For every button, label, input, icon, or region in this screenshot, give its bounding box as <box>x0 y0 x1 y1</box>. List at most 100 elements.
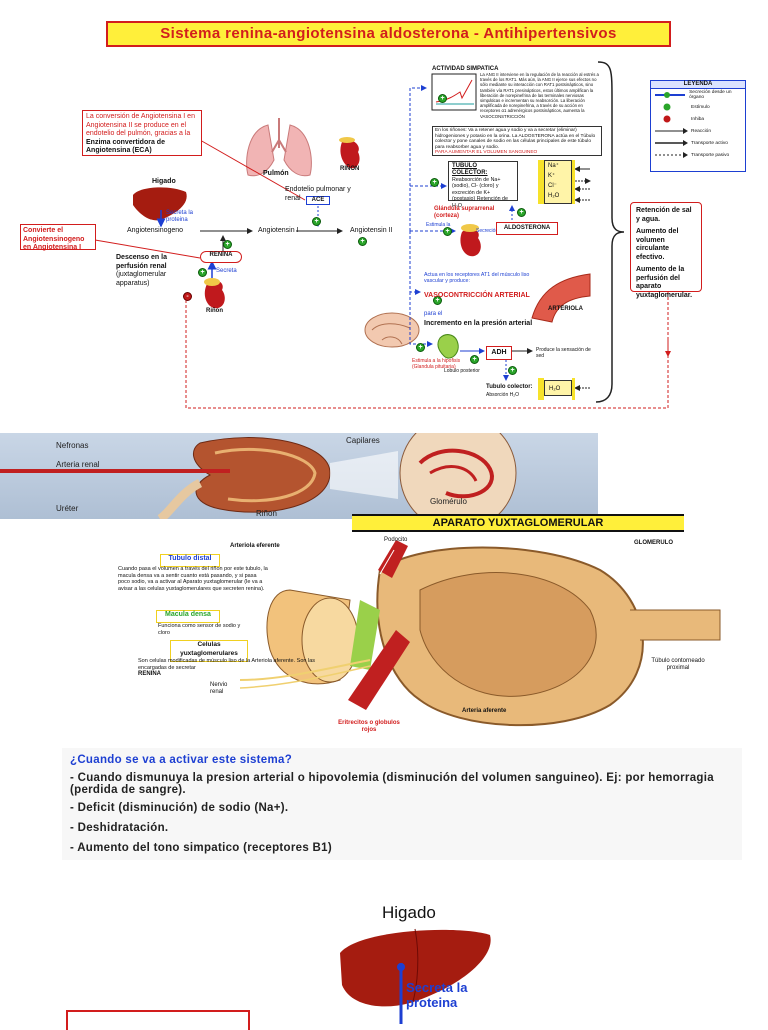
water-absorption-label: Absorción H₂O <box>486 392 520 398</box>
posterior-lobe-label: Lobulo posterior <box>444 368 480 374</box>
distal-tubule-text: Cuando pasa el volumen a través del riño… <box>118 566 268 592</box>
kidney-anatomy-graphics <box>0 414 517 532</box>
glomerulus-title-label: GLOMERULO <box>634 540 673 546</box>
stimulus-marker: + <box>198 268 207 277</box>
stimulus-marker: + <box>223 240 232 249</box>
raas-diagram-graphics <box>94 61 671 409</box>
brain-illustration <box>364 312 420 348</box>
kidney-illustration <box>204 278 225 309</box>
pituitary-illustration <box>437 334 459 359</box>
small-kidney-label: RIÑON <box>340 166 360 172</box>
legend-item: Reacción <box>651 125 745 137</box>
kidney-secretes-label: Secreta <box>216 268 237 274</box>
lungs-illustration <box>246 118 312 177</box>
activation-question: ¿Cuando se va a activar este sistema? <box>70 754 293 766</box>
activation-item: - Aumento del tono simpatico (receptores… <box>70 842 332 854</box>
stimulus-marker: + <box>430 178 439 187</box>
stimulus-icon <box>663 103 671 111</box>
legend-item: Inhiba <box>651 113 745 125</box>
erythrocytes-label: Eritrecitos o globulos rojos <box>338 720 400 733</box>
legend: LEYENDA Secreción desde un órgano Estímu… <box>650 80 746 172</box>
legend-title: LEYENDA <box>651 81 745 89</box>
page-title: Sistema renina-angiotensina aldosterona … <box>106 21 671 47</box>
converts-note: Convierte el Angiotensinogeno en Angiote… <box>20 224 96 251</box>
renal-nerve-label: Nervio renal <box>210 682 228 695</box>
stimulus-marker: + <box>312 217 321 226</box>
at1-effect-text: Actua en los receptores AT1 del músculo … <box>424 272 533 328</box>
juxtaglomerular-title: APARATO YUXTAGLOMERULAR <box>352 514 684 532</box>
retention-summary-box: Retención de sal y agua. Aumento del vol… <box>630 202 702 299</box>
reaction-arrow-icon <box>655 128 688 134</box>
stimulus-marker: + <box>438 94 447 103</box>
stimulus-marker: + <box>508 366 517 375</box>
distal-tubule-box: Tubulo distal <box>160 554 220 567</box>
kidney-label-2: Riñon <box>256 509 277 518</box>
stimulus-marker: + <box>517 208 526 217</box>
afferent-artery-label: Arteria aferente <box>462 708 507 714</box>
sympathetic-graph <box>431 73 477 111</box>
stimulus-marker: + <box>443 227 452 236</box>
angiotensin-1-label: Angiotensin I <box>258 227 299 234</box>
juxtaglomerular-cells-text: Son celulas modificadas de músculo liso … <box>138 658 316 671</box>
sympathetic-label: ACTIVIDAD SIMPATICA <box>432 66 499 72</box>
legend-item: Estímulo <box>651 101 745 113</box>
angiotensin-2-sympathetic-text: La ANG II interviene en la regulación de… <box>480 72 599 119</box>
macula-densa-text: Funciona como sensor de sodio y cloro <box>158 623 241 636</box>
juxtaglomerular-cells-box: Celulas yuxtaglomerulares <box>170 640 248 662</box>
lung-label: Pulmón <box>263 170 289 177</box>
perfusion-drop-label: Descenso en la perfusión renal <box>116 254 167 270</box>
renal-artery-label: Arteria renal <box>56 460 100 469</box>
aldosterone-box: ALDOSTERONA <box>496 222 558 235</box>
passive-transport-arrow-icon <box>655 152 688 158</box>
adrenal-gland-label: Glándula suprarrenal (corteza) <box>434 206 495 219</box>
angiotensin-2-label: Angiotensin II <box>350 227 393 234</box>
bottom-note-box <box>66 1010 250 1030</box>
secretion-label: Secreción <box>476 228 499 234</box>
renin-box: RENINA <box>200 251 242 263</box>
activation-panel: ¿Cuando se va a activar este sistema? - … <box>62 748 742 860</box>
legend-item: Transporte pasivo <box>651 149 745 161</box>
bottom-liver-graphics <box>340 928 491 1024</box>
renin-label: RENINA <box>138 671 162 677</box>
angiotensinogen-label: Angiotensinogeno <box>127 227 184 234</box>
water-box: H₂O <box>544 380 572 396</box>
adh-box: ADH <box>486 346 512 360</box>
liver-secretes-label: Secreta la proteina <box>166 210 194 223</box>
secretion-arrow-icon <box>655 92 685 98</box>
ion-arrows <box>574 166 591 391</box>
legend-item: Transporte activo <box>651 137 745 149</box>
stimulus-marker: + <box>416 343 425 352</box>
collecting-tubule-2-label: Tubulo colector: <box>486 384 533 390</box>
podocyte-label: Podocito <box>384 537 408 543</box>
kidney-effects-box: En los riñones: Va a retener agua y sodi… <box>432 126 602 156</box>
adrenal-kidney-illustration <box>460 224 481 257</box>
collecting-tubule-box: TUBULO COLECTOR: Reabsorción de Na+ (sod… <box>448 161 518 209</box>
juxtaglomerular-graphics <box>239 540 721 727</box>
activation-item: - Cuando dismunuya la presion arterial o… <box>70 772 714 796</box>
kidney-label: Riñon <box>206 308 223 314</box>
capillaries-label: Capilares <box>346 436 380 445</box>
glomerulus-label: Glomérulo <box>430 497 467 506</box>
activation-item: - Deficit (disminución) de sodio (Na+). <box>70 802 289 814</box>
legend-item: Secreción desde un órgano <box>651 89 745 101</box>
pituitary-label: Estimula a la hipofisis (Glandula pituit… <box>412 358 461 370</box>
stimulus-marker: + <box>433 296 442 305</box>
efferent-arteriole-label: Arteriola eferente <box>230 543 280 549</box>
endothelium-label: Endotelio pulmonar y renal <box>285 186 351 202</box>
ions-box: Na⁺ K⁺ Cl⁻ H₂O <box>544 160 572 204</box>
ureter-label: Uréter <box>56 504 79 513</box>
activation-item: - Deshidratación. <box>70 822 169 834</box>
liver-label: Higado <box>152 178 176 185</box>
arteriole-illustration <box>531 273 591 323</box>
nephrons-label: Nefronas <box>56 441 89 450</box>
juxtaglomerular-label: (juxtaglomerular apparatus) <box>116 271 167 287</box>
inhibit-marker: - <box>183 292 192 301</box>
proximal-tubule-label: Túbulo contorneado proximal <box>651 658 705 671</box>
stimulus-marker: + <box>470 355 479 364</box>
stimulus-marker: + <box>358 237 367 246</box>
conversion-note: La conversión de Angiotensina I en Angio… <box>82 110 202 156</box>
arteriole-label: ARTERIOLA <box>548 306 583 312</box>
liver-illustration <box>133 187 187 221</box>
small-kidney-illustration <box>339 137 360 169</box>
thirst-label: Produce la sensación de sed <box>536 347 591 359</box>
